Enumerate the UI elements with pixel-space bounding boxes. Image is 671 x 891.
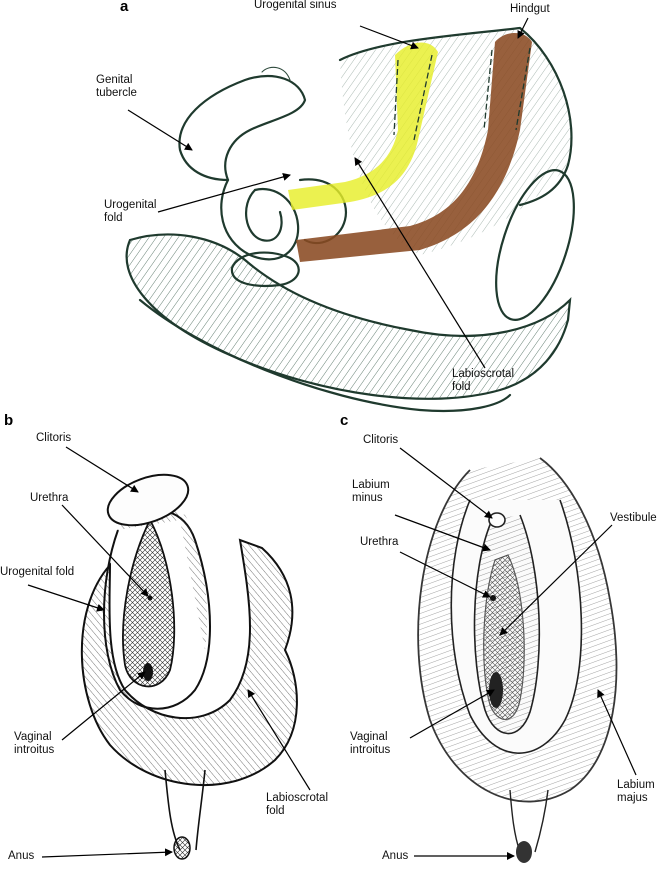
panel-c-drawing — [417, 457, 618, 863]
vaginal-opening-c — [489, 672, 503, 708]
arrow-urogenital-fold — [157, 173, 291, 213]
label-urethra-c: Urethra — [360, 536, 399, 548]
labioscrotal-lower-contour — [138, 298, 512, 413]
label-vestibule-c: Vestibule — [610, 512, 657, 524]
label-urogenital-fold-b: Urogenital fold — [0, 566, 75, 578]
arrow-urethra-b — [61, 504, 149, 597]
urogenital-sinus-band — [288, 42, 438, 210]
arrow-vaginal-introitus-c — [409, 689, 495, 739]
panel-c-leader-lines — [394, 447, 637, 860]
label-hindgut: Hindgut — [510, 3, 550, 15]
label-clitoris-b: Clitoris — [36, 432, 72, 444]
label-labioscrotal-fold-a: Labioscrotal fold — [452, 368, 515, 393]
arrow-anus-b — [41, 848, 173, 858]
urogenital-sinus-dashes — [393, 54, 433, 141]
labioscrotal-fold-shape-b — [80, 538, 298, 786]
panel-letter-c: c — [340, 412, 349, 429]
label-labioscrotal-fold-b: Labioscrotal fold — [266, 792, 329, 817]
arrow-labium-majus-c — [597, 689, 637, 776]
panel-b-drawing — [80, 473, 298, 860]
label-clitoris-c: Clitoris — [363, 434, 399, 446]
urogenital-fold-inner — [245, 188, 283, 242]
arrow-urogenital-fold-b — [27, 584, 105, 612]
arrow-clitoris-b — [65, 446, 139, 493]
arrow-urethra-c — [399, 551, 491, 598]
hindgut-band — [296, 33, 532, 262]
arrow-urogenital-sinus — [359, 25, 419, 50]
panel-b-leader-lines — [27, 446, 311, 858]
cut-section-ellipse — [495, 169, 575, 321]
arrow-hindgut — [517, 17, 529, 39]
arrow-vestibule-c — [499, 524, 613, 636]
label-vaginal-introitus-b: Vaginal introitus — [14, 731, 55, 756]
anus-shape-b — [173, 836, 191, 860]
clitoris-glans-c — [488, 512, 506, 528]
label-labium-minus-c: Labium minus — [352, 479, 390, 504]
urethral-opening-c — [490, 595, 496, 601]
panel-letter-b: b — [4, 412, 14, 429]
label-urogenital-fold-a: Urogenital fold — [104, 199, 157, 224]
introitus-teardrop-b — [122, 518, 176, 688]
arrow-genital-tubercle — [127, 109, 193, 151]
urethral-opening-b — [147, 595, 153, 601]
label-anus-c: Anus — [382, 850, 409, 862]
label-urogenital-sinus: Urogenital sinus — [254, 0, 337, 11]
panel-letter-a: a — [120, 0, 129, 15]
label-vaginal-introitus-c: Vaginal introitus — [350, 731, 391, 756]
anus-shape-c — [516, 841, 532, 863]
label-genital-tubercle: Genital tubercle — [96, 74, 137, 99]
label-labium-majus-c: Labium majus — [617, 779, 655, 804]
arrow-labioscrotal-fold-b — [247, 689, 311, 791]
label-anus-b: Anus — [8, 850, 35, 862]
genital-tubercle-shape — [178, 75, 307, 182]
urogenital-fold-outer — [220, 178, 300, 261]
label-urethra-b: Urethra — [30, 492, 69, 504]
hindgut-dashes — [483, 47, 531, 131]
anal-tubercle-outline — [230, 251, 300, 288]
panel-a-drawing — [125, 26, 575, 413]
clitoris-glans-b — [106, 473, 190, 527]
arrow-labium-minus-c — [394, 514, 491, 552]
tubercle-tip-outline — [261, 66, 291, 81]
arrow-clitoris-c — [399, 447, 493, 519]
panel-a-leader-lines — [127, 17, 529, 369]
arrow-labioscrotal-fold — [354, 157, 486, 369]
arrow-vaginal-introitus-b — [61, 671, 146, 741]
